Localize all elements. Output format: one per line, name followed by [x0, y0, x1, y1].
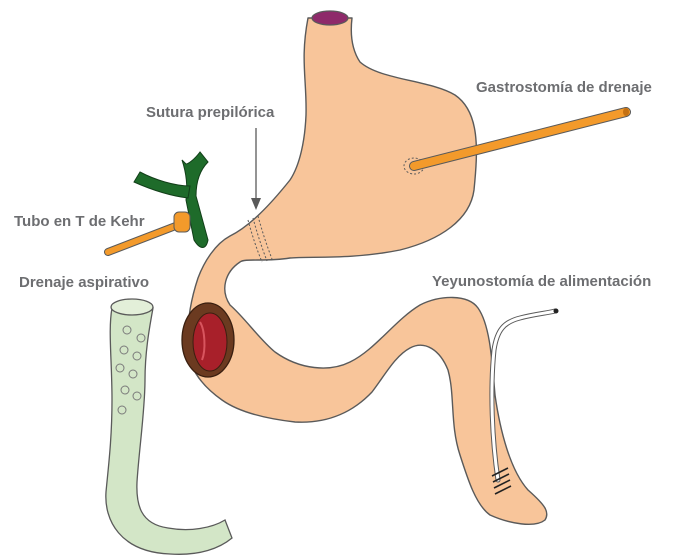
cardia-opening	[312, 11, 348, 25]
bile-duct	[134, 152, 208, 248]
label-gastrostomia-de-drenaje: Gastrostomía de drenaje	[476, 79, 652, 96]
label-tubo-en-t-de-kehr: Tubo en T de Kehr	[14, 213, 145, 230]
anastomosis	[182, 303, 234, 377]
label-drenaje-aspirativo: Drenaje aspirativo	[19, 274, 149, 291]
label-yeyunostomia-de-alimentacion: Yeyunostomía de alimentación	[432, 273, 651, 290]
label-sutura-prepilorica: Sutura prepilórica	[146, 104, 274, 121]
sutura-arrow	[251, 128, 261, 210]
